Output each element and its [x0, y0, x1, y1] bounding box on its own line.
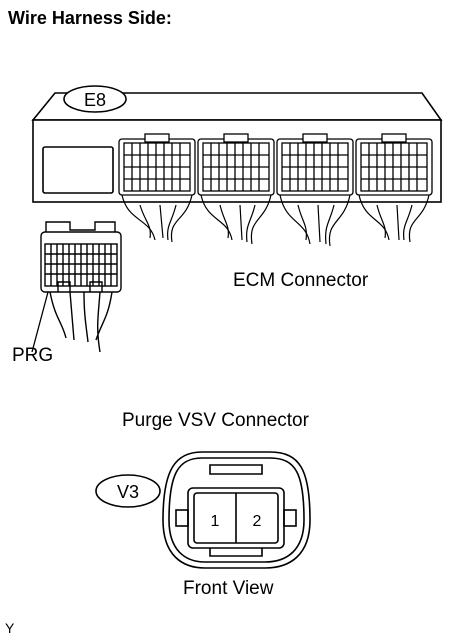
vsv-pin-1: 1 — [211, 513, 220, 530]
vsv-code-badge: V3 — [95, 474, 161, 508]
ecm-harness-wires — [121, 194, 430, 247]
ecm-connector-block-1 — [118, 133, 196, 196]
ecm-connector-block-4 — [355, 133, 433, 196]
diagram-title: Wire Harness Side: — [8, 8, 172, 28]
prg-connector — [31, 221, 122, 353]
vsv-pin-2: 2 — [253, 513, 262, 530]
vsv-connector-body — [162, 451, 311, 569]
ecm-connector-block-3 — [276, 133, 354, 196]
prg-terminal-label: PRG — [12, 345, 54, 366]
ecm-connector-label: ECM Connector — [233, 270, 369, 291]
corner-code: Y — [5, 620, 15, 636]
ecm-code-badge: E8 — [63, 85, 127, 113]
ecm-connector-block-2 — [197, 133, 275, 196]
vsv-connector-label: Purge VSV Connector — [122, 410, 309, 431]
ecm-code-text: E8 — [84, 90, 106, 110]
front-view-label: Front View — [183, 578, 274, 599]
vsv-code-text: V3 — [117, 482, 139, 502]
